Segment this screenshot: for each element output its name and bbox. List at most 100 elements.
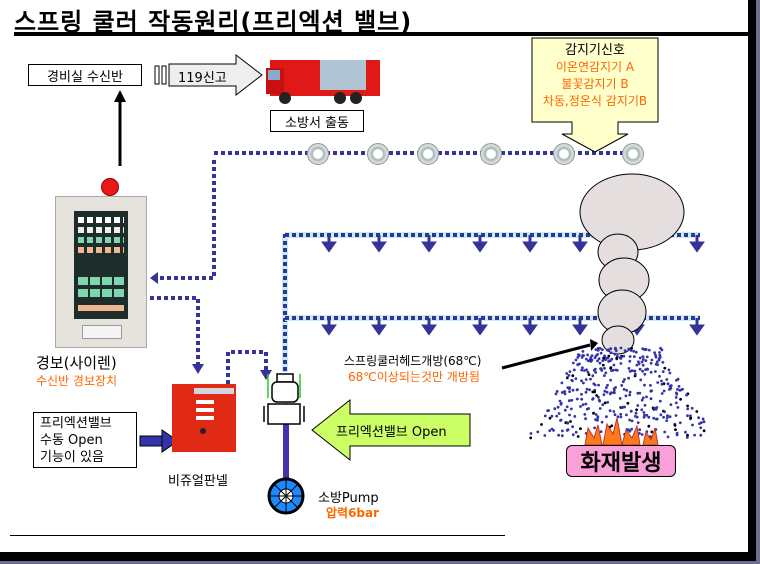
water-drop	[586, 359, 590, 363]
water-drop	[641, 363, 645, 367]
water-drop	[623, 349, 627, 352]
water-drop	[589, 360, 593, 363]
water-drop	[596, 418, 599, 422]
water-drop	[594, 371, 598, 374]
water-drop	[685, 393, 688, 397]
flame-icon	[584, 417, 659, 446]
water-drop	[615, 354, 619, 358]
water-drop	[548, 416, 552, 420]
water-drop	[576, 356, 580, 359]
water-drop	[581, 366, 584, 370]
water-drop	[613, 391, 616, 395]
manual-open-arrowhead	[161, 429, 179, 453]
water-drop	[599, 430, 603, 433]
water-drop	[614, 346, 617, 350]
smoke-detector-icon	[480, 143, 502, 165]
water-drop	[567, 374, 571, 377]
water-drop	[547, 409, 550, 412]
water-drop	[598, 407, 602, 410]
water-drop	[685, 436, 689, 439]
panel-to-visual-line	[150, 296, 200, 366]
water-drop	[657, 358, 661, 362]
water-drop	[695, 410, 699, 413]
water-drop	[663, 430, 667, 434]
water-drop	[602, 393, 606, 396]
water-drop	[615, 356, 619, 360]
sprinkler-head-icon	[371, 235, 387, 253]
water-drop	[629, 409, 633, 413]
sprinkler-head-icon	[421, 318, 437, 336]
water-drop	[581, 354, 585, 357]
fire-station-label: 소방서 출동	[285, 115, 349, 131]
water-drop	[668, 415, 672, 419]
smoke-detector-icon	[367, 143, 389, 165]
water-drop	[647, 348, 651, 352]
water-drop	[634, 411, 638, 415]
water-drop	[636, 421, 640, 424]
water-drop	[596, 359, 599, 363]
water-drop	[645, 413, 649, 417]
water-drop	[693, 433, 696, 437]
water-drop	[603, 354, 606, 358]
visual-panel-arrowhead	[192, 364, 204, 374]
water-drop	[638, 356, 642, 360]
water-drop	[644, 359, 648, 362]
water-drop	[658, 351, 661, 354]
water-drop	[610, 424, 614, 428]
water-drop	[660, 379, 663, 383]
water-drop	[661, 360, 665, 364]
sprinkler-leader-arrowhead	[590, 339, 598, 351]
water-drop	[571, 433, 575, 437]
water-drop	[557, 433, 560, 437]
water-drop	[701, 417, 705, 421]
water-drop	[619, 412, 623, 416]
water-drop	[604, 371, 608, 375]
water-drop	[666, 435, 670, 439]
water-drop	[686, 404, 689, 408]
water-drop	[643, 383, 646, 387]
water-drop	[609, 378, 612, 382]
water-drop	[658, 399, 662, 403]
water-drop	[558, 399, 562, 403]
water-drop	[598, 346, 602, 350]
water-drop	[612, 388, 616, 392]
water-drop	[581, 403, 585, 407]
page-title: 스프링 쿨러 작동원리(프리엑션 밸브)	[14, 8, 413, 36]
water-drop	[600, 420, 604, 424]
water-drop	[623, 378, 626, 381]
water-drop	[600, 348, 604, 351]
water-drop	[660, 392, 664, 395]
water-drop	[640, 408, 644, 412]
water-drop	[642, 411, 646, 414]
water-drop	[662, 389, 666, 393]
water-drop	[640, 433, 644, 436]
water-drop	[584, 402, 588, 406]
water-drop	[638, 367, 642, 371]
report-bar-1	[154, 65, 160, 85]
water-drop	[584, 390, 588, 394]
water-drop	[603, 366, 606, 370]
water-drop	[641, 396, 645, 400]
water-drop	[639, 378, 643, 382]
water-drop	[638, 428, 642, 432]
sprinkler-head-icon	[472, 235, 488, 253]
water-drop	[593, 390, 596, 394]
water-drop	[668, 384, 672, 388]
water-drop	[595, 394, 598, 397]
water-drop	[548, 429, 552, 433]
water-drop	[653, 351, 656, 355]
sprinkler-head-sub-label: 68℃이상되는것만 개방됨	[348, 370, 480, 384]
water-drop	[574, 358, 578, 362]
sprinkler-head-label: 스프링쿨러헤드개방(68℃)	[344, 354, 482, 368]
water-drop	[543, 434, 547, 437]
smoke-detector-icon	[553, 143, 575, 165]
water-drop	[597, 395, 600, 399]
water-drop	[628, 370, 632, 373]
water-drop	[529, 436, 533, 440]
report-bar-2	[161, 65, 167, 85]
water-drop	[637, 360, 640, 364]
sprinkler-leader-line	[501, 343, 591, 370]
water-drop	[619, 362, 623, 365]
water-drop	[604, 386, 608, 389]
water-drop	[584, 357, 588, 361]
